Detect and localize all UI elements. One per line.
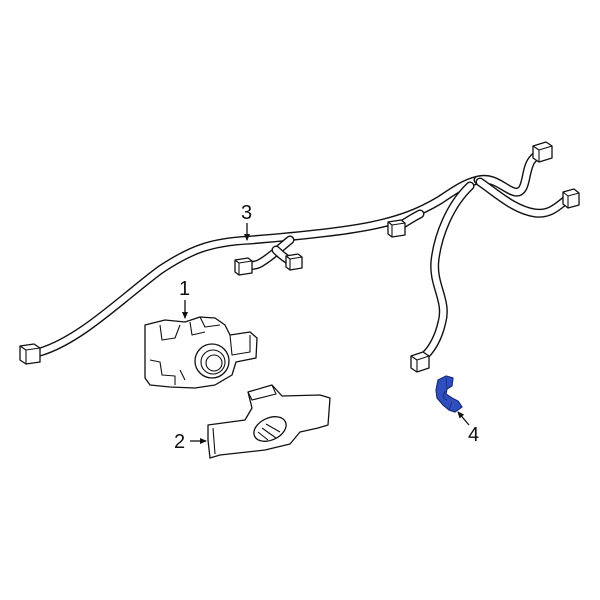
- connector-lower: [410, 351, 430, 373]
- connector-center-right: [285, 253, 303, 271]
- parking-aid-sensor[interactable]: [144, 316, 258, 389]
- sensor-clip[interactable]: [435, 375, 463, 413]
- connector-left: [19, 343, 41, 365]
- wiring-harness[interactable]: [19, 141, 580, 373]
- callout-1-label[interactable]: 1: [179, 278, 191, 300]
- callout-4-label[interactable]: 4: [468, 424, 480, 446]
- callout-3-label[interactable]: 3: [241, 202, 253, 224]
- connector-top-right: [532, 141, 553, 163]
- callout-2-label[interactable]: 2: [174, 431, 186, 453]
- callout-arrow-4: [457, 411, 470, 426]
- connector-center-left: [234, 257, 253, 276]
- connector-right: [562, 188, 580, 209]
- sensor-bracket[interactable]: [207, 384, 331, 459]
- connector-mid: [387, 219, 406, 238]
